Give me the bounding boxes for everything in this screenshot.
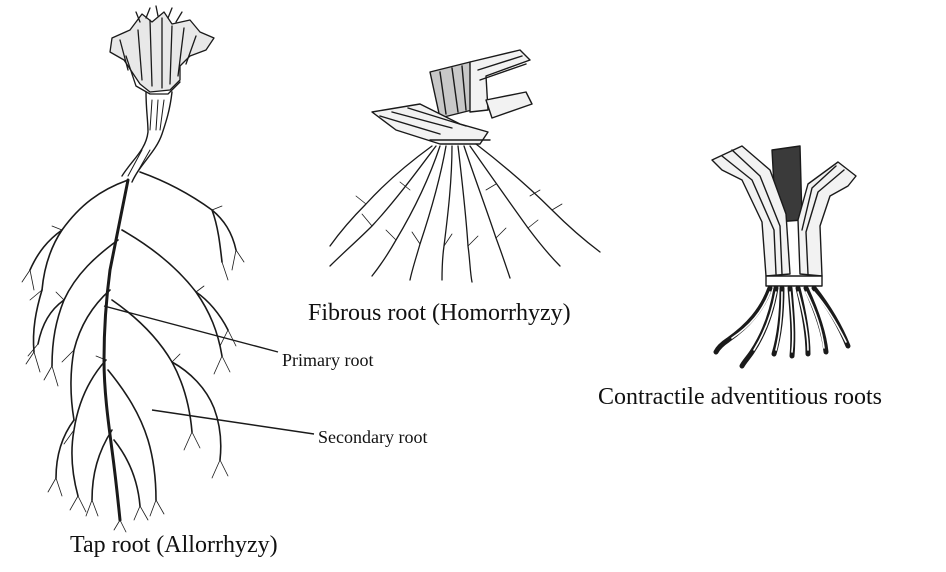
tap-root-crown [110,6,214,94]
fibrous-root-drawing [330,50,600,282]
contractile-root-drawing [712,146,856,366]
contractile-root-caption: Contractile adventitious roots [598,384,882,411]
primary-root-label: Primary root [282,350,374,371]
tap-root-drawing [22,6,244,532]
secondary-root-label: Secondary root [318,427,427,448]
secondary-root-leader [152,410,314,434]
primary-root-leader [104,306,278,352]
tap-root-caption: Tap root (Allorrhyzy) [70,532,278,559]
fibrous-root-caption: Fibrous root (Homorrhyzy) [308,300,571,327]
